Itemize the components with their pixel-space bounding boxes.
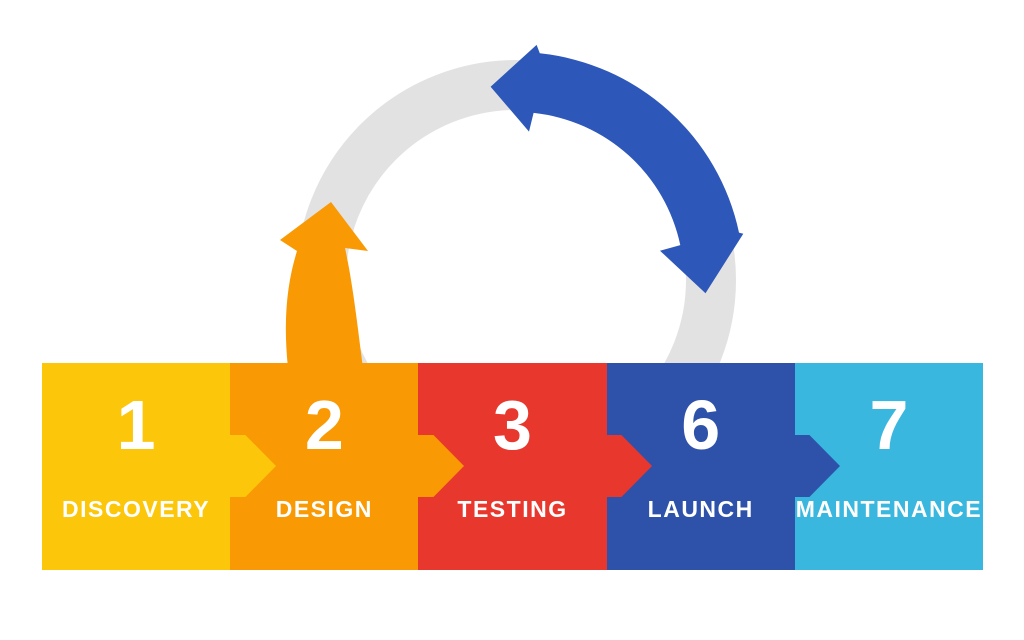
- step-number: 3: [493, 386, 532, 464]
- step-launch: 6 LAUNCH: [606, 363, 795, 570]
- step-label: DISCOVERY: [62, 496, 211, 522]
- step-label: MAINTENANCE: [795, 496, 983, 522]
- step-label: LAUNCH: [647, 496, 754, 522]
- step-discovery: 1 DISCOVERY: [42, 363, 231, 570]
- step-number: 1: [116, 386, 156, 464]
- step-label: DESIGN: [275, 496, 373, 522]
- step-number: 7: [869, 386, 909, 464]
- blue-cycle-arrow-icon: [490, 44, 744, 294]
- step-number: 2: [304, 386, 344, 464]
- process-steps-row: 1 DISCOVERY 2 DESIGN 3 TESTING 6 LAUNCH …: [42, 363, 984, 570]
- step-label: TESTING: [457, 496, 568, 522]
- orange-up-arrow-icon: [280, 202, 368, 368]
- step-number: 6: [681, 386, 721, 464]
